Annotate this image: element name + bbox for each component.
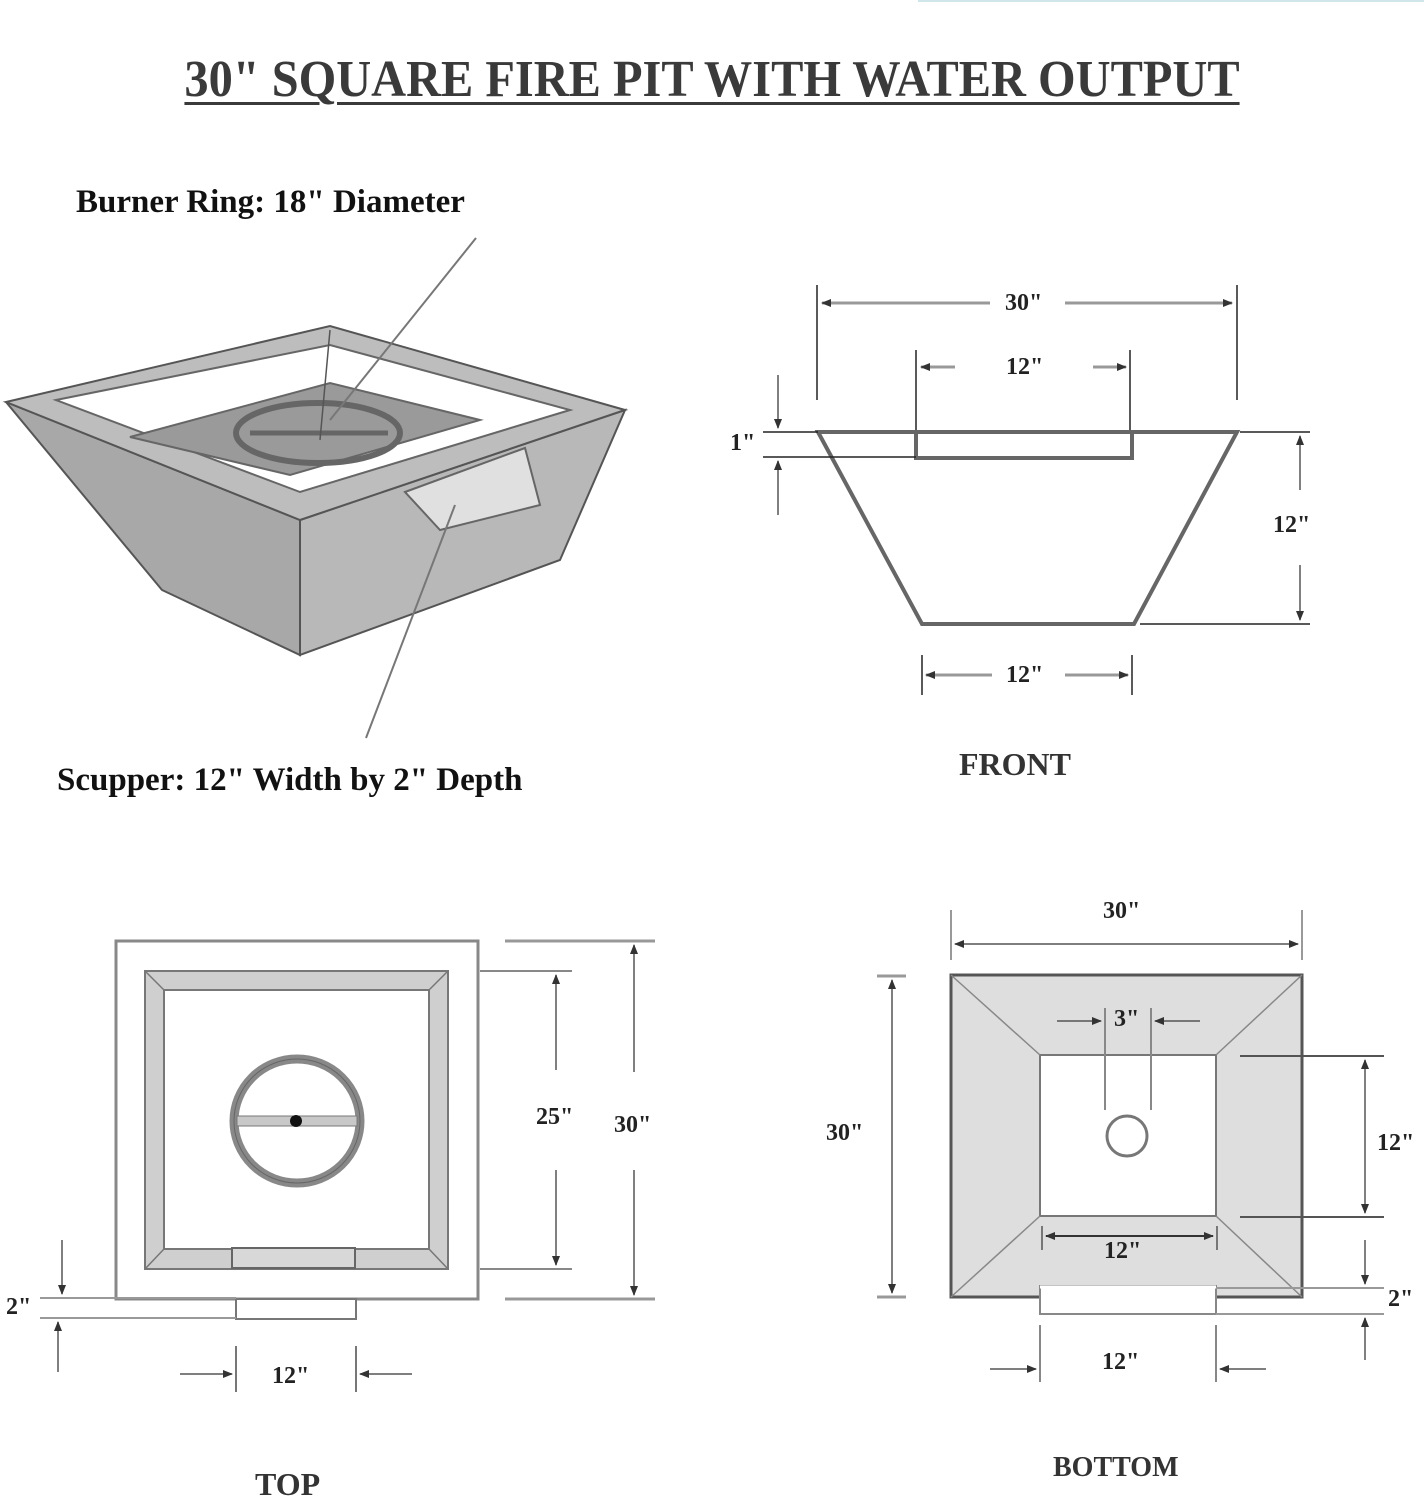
top-edge-strip: [918, 0, 1424, 2]
scupper-callout: Scupper: 12" Width by 2" Depth: [57, 762, 523, 798]
top-dim-scupper-width: 12": [272, 1363, 310, 1389]
burner-ring-callout: Burner Ring: 18" Diameter: [76, 184, 465, 220]
page-title: 30" SQUARE FIRE PIT WITH WATER OUTPUT: [50, 50, 1374, 109]
front-dim-scupper-width: 12": [1006, 354, 1044, 380]
bottom-view-drawing: [877, 910, 1384, 1382]
top-dim-overall: 30": [614, 1112, 652, 1138]
top-view-drawing: [40, 939, 655, 1392]
front-dim-height: 12": [1273, 512, 1311, 538]
top-dim-inner-opening: 25": [536, 1104, 574, 1130]
bottom-view-label: BOTTOM: [1053, 1452, 1179, 1483]
bottom-dim-overall-width: 30": [1103, 898, 1141, 924]
bottom-dim-base-width: 12": [1104, 1238, 1142, 1264]
bottom-dim-scupper-width: 12": [1102, 1349, 1140, 1375]
front-dim-base-width: 12": [1006, 662, 1044, 688]
bottom-dim-overall-height: 30": [826, 1120, 864, 1146]
bottom-dim-base-height: 12": [1377, 1130, 1415, 1156]
top-view-label: TOP: [255, 1466, 321, 1502]
front-dim-scupper-depth: 1": [730, 430, 756, 456]
perspective-fire-pit: [2, 237, 629, 739]
page-title-text: 30" SQUARE FIRE PIT WITH WATER OUTPUT: [184, 51, 1240, 108]
bottom-dim-scupper-projection: 2": [1388, 1286, 1414, 1312]
top-dim-scupper-projection: 2": [6, 1294, 32, 1320]
front-view-label: FRONT: [959, 746, 1071, 782]
front-view-drawing: [763, 285, 1310, 695]
front-dim-overall-width: 30": [1005, 290, 1043, 316]
bottom-dim-drain-diameter: 3": [1114, 1006, 1140, 1032]
